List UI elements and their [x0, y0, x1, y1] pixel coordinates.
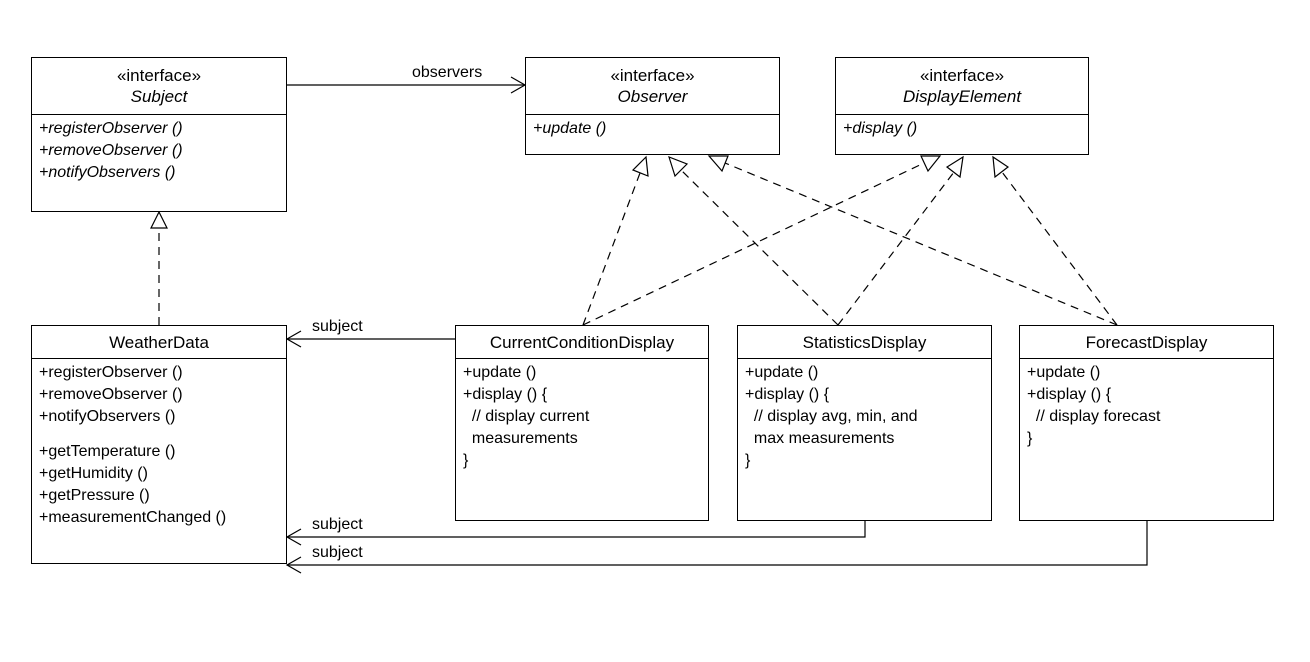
operation: +getPressure () — [39, 487, 150, 504]
observer-interface-header: «interface» Observer — [526, 58, 779, 115]
operation: } — [463, 452, 469, 469]
operation: // display avg, min, and — [745, 408, 918, 425]
forecast-display-class-header: ForecastDisplay — [1020, 326, 1273, 359]
operation: +notifyObservers () — [39, 164, 176, 181]
forecast-display-class-box[interactable]: ForecastDisplay +update () +display () {… — [1019, 325, 1274, 521]
edge-weatherdata-realizes-subject-arrowhead — [150, 210, 168, 229]
statistics-display-class-name: StatisticsDisplay — [802, 333, 927, 352]
edge-forecast-realizes-observer — [724, 162, 1118, 326]
observer-operations: +update () — [526, 115, 779, 140]
forecast-display-operations: +update () +display () { // display fore… — [1020, 359, 1273, 450]
edge-forecast-subject-arrowhead — [285, 556, 302, 574]
edge-current-realizes-observer — [582, 172, 641, 326]
subject-operations: +registerObserver () +removeObserver () … — [32, 115, 286, 184]
edge-statistics-subject-arrowhead — [285, 528, 302, 546]
edge-statistics-realizes-display — [837, 171, 955, 326]
display-element-interface-header: «interface» DisplayElement — [836, 58, 1088, 115]
operation: } — [745, 452, 751, 469]
operation: +getTemperature () — [39, 443, 176, 460]
subject-interface-header: «interface» Subject — [32, 58, 286, 115]
subject-interface-box[interactable]: «interface» Subject +registerObserver ()… — [31, 57, 287, 212]
display-element-interface-box[interactable]: «interface» DisplayElement +display () — [835, 57, 1089, 155]
edge-current-realizes-display-arrowhead — [920, 155, 942, 173]
operation: +update () — [463, 364, 537, 381]
operation: } — [1027, 430, 1033, 447]
operation: max measurements — [745, 430, 895, 447]
edge-forecast-realizes-observer-arrowhead — [707, 155, 729, 173]
edge-statistics-realizes-display-arrowhead — [945, 155, 964, 179]
subject-interface-name: Subject — [130, 87, 188, 106]
operation: +display () — [843, 120, 918, 137]
operation: +update () — [533, 120, 607, 137]
subject-stereotype: «interface» — [116, 66, 202, 85]
operation: +removeObserver () — [39, 386, 183, 403]
subject-edge-label-forecast: subject — [312, 544, 363, 561]
weather-data-class-box[interactable]: WeatherData +registerObserver () +remove… — [31, 325, 287, 564]
weather-data-class-name: WeatherData — [109, 333, 209, 352]
statistics-display-class-header: StatisticsDisplay — [738, 326, 991, 359]
operation: +measurementChanged () — [39, 509, 227, 526]
operation: measurements — [463, 430, 578, 447]
edge-statistics-realizes-observer — [680, 169, 839, 326]
statistics-display-class-box[interactable]: StatisticsDisplay +update () +display ()… — [737, 325, 992, 521]
operation: +update () — [1027, 364, 1101, 381]
edge-forecast-realizes-display-arrowhead — [992, 155, 1010, 179]
operation: +display () { — [1027, 386, 1112, 403]
edge-forecast-realizes-display — [1001, 171, 1118, 326]
forecast-display-class-name: ForecastDisplay — [1085, 333, 1208, 352]
operation: +registerObserver () — [39, 120, 183, 137]
subject-edge-label-current: subject — [312, 318, 363, 335]
edge-current-realizes-observer-arrowhead — [631, 155, 649, 177]
current-condition-display-operations: +update () +display () { // display curr… — [456, 359, 708, 472]
operation: +removeObserver () — [39, 142, 183, 159]
edge-statistics-subject — [287, 521, 866, 538]
operation: // display forecast — [1027, 408, 1161, 425]
operation: +update () — [745, 364, 819, 381]
observers-edge-label: observers — [412, 64, 483, 81]
observer-interface-name: Observer — [617, 87, 688, 106]
edge-current-subject-arrowhead — [285, 330, 302, 348]
current-condition-display-class-header: CurrentConditionDisplay — [456, 326, 708, 359]
display-element-stereotype: «interface» — [919, 66, 1005, 85]
operation: +getHumidity () — [39, 465, 148, 482]
operation: +display () { — [463, 386, 548, 403]
edge-statistics-realizes-observer-arrowhead — [668, 155, 689, 178]
statistics-display-operations: +update () +display () { // display avg,… — [738, 359, 991, 472]
operation: +registerObserver () — [39, 364, 183, 381]
weather-data-operations: +registerObserver () +removeObserver () … — [32, 359, 286, 529]
operation: +notifyObservers () — [39, 408, 176, 425]
operation: // display current — [463, 408, 590, 425]
subject-edge-label-statistics: subject — [312, 516, 363, 533]
current-condition-display-class-name: CurrentConditionDisplay — [489, 333, 675, 352]
display-element-operations: +display () — [836, 115, 1088, 140]
observer-stereotype: «interface» — [610, 66, 695, 85]
display-element-interface-name: DisplayElement — [902, 87, 1022, 106]
observer-interface-box[interactable]: «interface» Observer +update () — [525, 57, 780, 155]
operation: +display () { — [745, 386, 830, 403]
edge-forecast-subject — [287, 521, 1148, 566]
current-condition-display-class-box[interactable]: CurrentConditionDisplay +update () +disp… — [455, 325, 709, 521]
edge-current-realizes-display — [582, 162, 925, 326]
weather-data-class-header: WeatherData — [32, 326, 286, 359]
